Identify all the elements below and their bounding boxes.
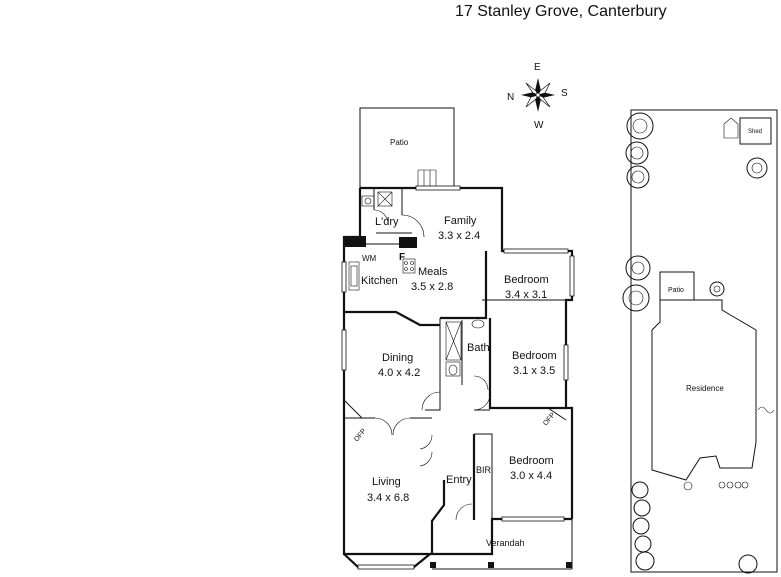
dining-room-label: Dining [382, 352, 413, 364]
patio-label: Patio [390, 138, 409, 147]
residence-label: Residence [686, 384, 724, 393]
bedroom-2-size: 3.1 x 3.5 [513, 365, 555, 377]
open-fireplace-left-label: OFP [353, 428, 368, 444]
bath-label: Bath [467, 342, 490, 354]
dining-room-size: 4.0 x 4.2 [378, 367, 420, 379]
laundry-label: L'dry [375, 216, 399, 228]
bedroom-2-label: Bedroom [512, 350, 557, 362]
built-in-robe-label: BIR [476, 465, 492, 475]
compass-south-label: W [534, 120, 544, 131]
shed-label: Shed [748, 129, 762, 135]
verandah-label: Verandah [486, 538, 525, 548]
kitchen-label: Kitchen [361, 275, 398, 287]
site-boundary [630, 109, 778, 573]
tree-icon [622, 112, 768, 574]
house-floor-plan: Patio L'dry WM F Family 3.3 x 2.4 Kitche… [341, 107, 575, 570]
bedroom-1-label: Bedroom [504, 274, 549, 286]
entry-label: Entry [446, 474, 472, 486]
site-patio-label: Patio [668, 287, 684, 294]
compass-east-label: S [561, 88, 568, 99]
bedroom-3-label: Bedroom [509, 455, 554, 467]
family-room-label: Family [444, 215, 477, 227]
bedroom-1-size: 3.4 x 3.1 [505, 289, 547, 301]
patio-area [359, 107, 455, 189]
address-title: 17 Stanley Grove, Canterbury [455, 3, 667, 20]
family-room-size: 3.3 x 2.4 [438, 230, 480, 242]
living-room-label: Living [372, 476, 401, 488]
site-plan: Shed Patio Residence [622, 109, 778, 574]
meals-room-size: 3.5 x 2.8 [411, 281, 453, 293]
living-room-size: 3.4 x 6.8 [367, 492, 409, 504]
bedroom-3-size: 3.0 x 4.4 [510, 470, 552, 482]
fridge-label: F [399, 252, 405, 263]
compass-west-label: N [507, 92, 514, 103]
meals-room-label: Meals [418, 266, 448, 278]
compass-north-label: E [534, 62, 541, 73]
open-fireplace-right-label: OFP [542, 412, 557, 428]
washing-machine-label: WM [362, 254, 377, 263]
compass-rose: E N S W [507, 62, 568, 131]
